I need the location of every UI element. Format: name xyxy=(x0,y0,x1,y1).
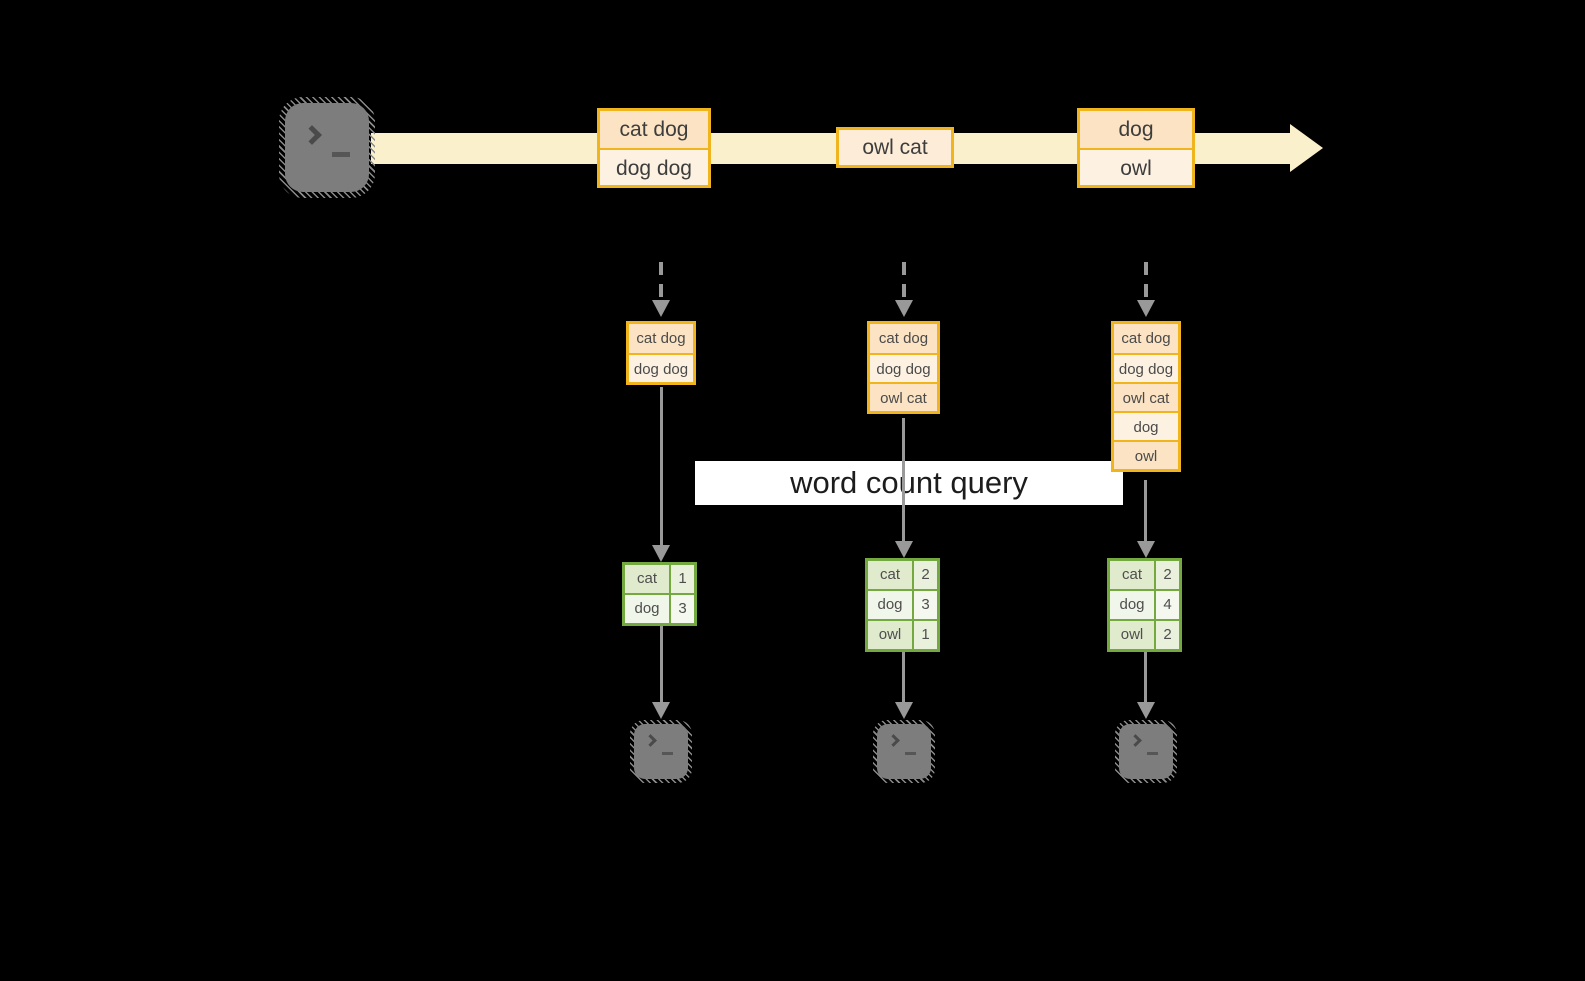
buffer-item: cat dog xyxy=(629,324,693,353)
buffer-item: owl cat xyxy=(870,382,937,411)
event-line: owl cat xyxy=(839,130,951,165)
count-value: 2 xyxy=(1156,621,1179,649)
prompt-cursor-icon xyxy=(662,752,673,755)
count-value: 3 xyxy=(914,591,937,619)
connector-line xyxy=(902,418,905,541)
sink-terminal-icon xyxy=(630,720,692,783)
count-value: 1 xyxy=(914,621,937,649)
dashed-connector xyxy=(902,262,906,300)
terminal-screen xyxy=(877,724,931,779)
count-word: dog xyxy=(625,595,671,623)
connector-line xyxy=(902,652,905,702)
down-arrowhead-icon xyxy=(895,300,913,317)
down-arrowhead-icon xyxy=(895,541,913,558)
dashed-connector xyxy=(1144,262,1148,300)
buffer-list-1: cat dog dog dog xyxy=(626,321,696,385)
buffer-item: cat dog xyxy=(870,324,937,353)
count-value: 2 xyxy=(914,561,937,589)
down-arrowhead-icon xyxy=(652,545,670,562)
connector-line xyxy=(660,387,663,545)
down-arrowhead-icon xyxy=(1137,702,1155,719)
prompt-cursor-icon xyxy=(905,752,916,755)
prompt-cursor-icon xyxy=(332,152,350,157)
count-word: cat xyxy=(1110,561,1156,589)
count-word: dog xyxy=(868,591,914,619)
down-arrowhead-icon xyxy=(895,702,913,719)
stream-event-2: owl cat xyxy=(836,127,954,168)
event-line: cat dog xyxy=(600,111,708,148)
count-word: cat xyxy=(868,561,914,589)
prompt-cursor-icon xyxy=(1147,752,1158,755)
count-word: cat xyxy=(625,565,671,593)
stream-arrowhead-icon xyxy=(1290,124,1323,172)
buffer-item: dog dog xyxy=(1114,353,1178,382)
connector-line xyxy=(660,626,663,702)
event-line: owl xyxy=(1080,148,1192,185)
count-table-3: cat 2 dog 4 owl 2 xyxy=(1107,558,1182,652)
down-arrowhead-icon xyxy=(1137,541,1155,558)
prompt-chevron-icon xyxy=(887,734,900,747)
down-arrowhead-icon xyxy=(1137,300,1155,317)
connector-line xyxy=(1144,652,1147,702)
count-value: 4 xyxy=(1156,591,1179,619)
count-table-2: cat 2 dog 3 owl 1 xyxy=(865,558,940,652)
sink-terminal-icon xyxy=(1115,720,1177,783)
count-table-1: cat 1 dog 3 xyxy=(622,562,697,626)
buffer-item: owl cat xyxy=(1114,382,1178,411)
buffer-item: dog dog xyxy=(870,353,937,382)
buffer-item: cat dog xyxy=(1114,324,1178,353)
count-word: dog xyxy=(1110,591,1156,619)
count-value: 2 xyxy=(1156,561,1179,589)
buffer-item: dog xyxy=(1114,411,1178,440)
stream-event-3: dog owl xyxy=(1077,108,1195,188)
terminal-screen xyxy=(634,724,688,779)
event-line: dog xyxy=(1080,111,1192,148)
buffer-list-3: cat dog dog dog owl cat dog owl xyxy=(1111,321,1181,472)
event-line: dog dog xyxy=(600,148,708,185)
sink-terminal-icon xyxy=(873,720,935,783)
prompt-chevron-icon xyxy=(1129,734,1142,747)
buffer-item: dog dog xyxy=(629,353,693,382)
dashed-connector xyxy=(659,262,663,300)
source-terminal-icon xyxy=(279,97,375,198)
count-value: 3 xyxy=(671,595,694,623)
count-value: 1 xyxy=(671,565,694,593)
query-label: word count query xyxy=(790,465,1028,500)
buffer-item: owl xyxy=(1114,440,1178,469)
query-label-band: word count query xyxy=(695,461,1123,505)
connector-line xyxy=(1144,480,1147,541)
down-arrowhead-icon xyxy=(652,702,670,719)
down-arrowhead-icon xyxy=(652,300,670,317)
count-word: owl xyxy=(1110,621,1156,649)
terminal-screen xyxy=(1119,724,1173,779)
buffer-list-2: cat dog dog dog owl cat xyxy=(867,321,940,414)
stream-event-1: cat dog dog dog xyxy=(597,108,711,188)
terminal-screen xyxy=(285,103,369,192)
count-word: owl xyxy=(868,621,914,649)
prompt-chevron-icon xyxy=(302,125,322,145)
prompt-chevron-icon xyxy=(644,734,657,747)
